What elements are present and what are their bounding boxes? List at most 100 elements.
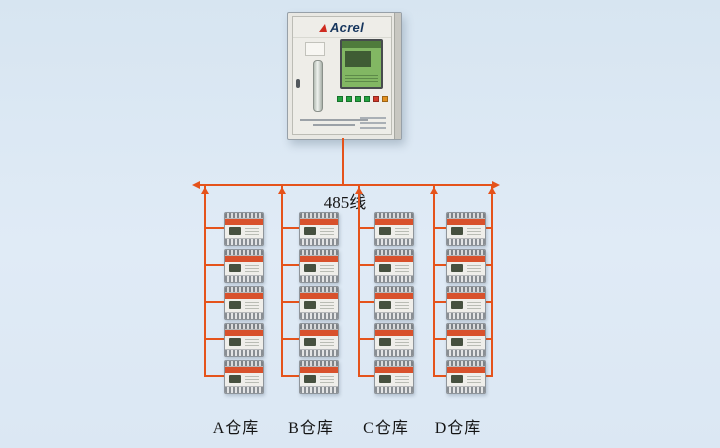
spec-label-card — [305, 42, 325, 56]
device-stub-wire — [435, 301, 446, 303]
device-stub-wire — [283, 264, 299, 266]
device-screen — [304, 301, 316, 309]
device-color-band — [300, 330, 338, 336]
device-color-band — [447, 293, 485, 299]
cabinet-button — [382, 96, 388, 102]
branch-arrow-up-icon — [201, 187, 209, 194]
device-screen — [304, 264, 316, 272]
energy-meter-module — [299, 323, 339, 357]
device-stub-wire — [486, 375, 491, 377]
device-face — [447, 262, 485, 275]
device-text-lines — [245, 339, 259, 347]
warehouse-label-d: D仓库 — [434, 420, 482, 437]
device-terminal-row-bottom — [447, 238, 485, 245]
device-text-lines — [467, 376, 481, 384]
device-stub-wire — [283, 375, 299, 377]
energy-meter-module — [446, 323, 486, 357]
device-terminal-row-bottom — [225, 386, 263, 393]
device-face — [225, 373, 263, 386]
device-color-band — [447, 219, 485, 225]
device-screen — [229, 301, 241, 309]
device-color-band — [300, 256, 338, 262]
energy-meter-module — [224, 323, 264, 357]
device-terminal-row-top — [225, 213, 263, 219]
device-screen — [304, 338, 316, 346]
device-stub-wire — [435, 264, 446, 266]
device-text-lines — [467, 228, 481, 236]
device-text-lines — [245, 265, 259, 273]
cabinet-side-panel — [394, 13, 401, 139]
device-text-lines — [245, 302, 259, 310]
energy-meter-module — [446, 212, 486, 246]
device-stub-wire — [360, 227, 374, 229]
energy-meter-module — [299, 360, 339, 394]
device-screen — [379, 264, 391, 272]
device-stub-wire — [360, 338, 374, 340]
cabinet-button — [373, 96, 379, 102]
device-color-band — [447, 367, 485, 373]
cabinet-button — [346, 96, 352, 102]
device-screen — [451, 227, 463, 235]
device-stub-wire — [206, 264, 224, 266]
device-color-band — [447, 256, 485, 262]
device-terminal-row-bottom — [300, 275, 338, 282]
device-text-lines — [320, 228, 334, 236]
cabinet-door: Acrel — [292, 16, 392, 135]
device-color-band — [447, 330, 485, 336]
device-text-lines — [467, 302, 481, 310]
device-terminal-row-top — [447, 250, 485, 256]
device-screen — [304, 227, 316, 235]
device-terminal-row-top — [300, 287, 338, 293]
device-terminal-row-top — [447, 287, 485, 293]
hmi-screen — [340, 39, 383, 89]
acrel-brand-text: Acrel — [329, 20, 365, 35]
energy-meter-module — [224, 360, 264, 394]
device-terminal-row-bottom — [447, 275, 485, 282]
cabinet-vent-lines — [360, 114, 386, 129]
device-stub-wire — [360, 264, 374, 266]
device-terminal-row-bottom — [225, 275, 263, 282]
branch-arrow-up-icon — [488, 187, 496, 194]
energy-meter-module — [446, 360, 486, 394]
glass-indicator-tube — [313, 60, 323, 112]
device-color-band — [375, 330, 413, 336]
bus-left-arrow-icon — [192, 181, 200, 189]
device-screen — [451, 301, 463, 309]
control-cabinet: Acrel — [287, 12, 402, 140]
device-terminal-row-top — [300, 250, 338, 256]
device-stub-wire — [486, 227, 491, 229]
door-lock — [296, 79, 300, 88]
device-color-band — [225, 256, 263, 262]
branch-wire-vertical — [358, 185, 360, 377]
device-text-lines — [320, 339, 334, 347]
device-face — [375, 225, 413, 238]
device-face — [300, 262, 338, 275]
hmi-screen-chart — [345, 51, 371, 67]
device-terminal-row-bottom — [225, 238, 263, 245]
device-screen — [379, 301, 391, 309]
energy-meter-module — [446, 286, 486, 320]
device-screen — [451, 264, 463, 272]
device-terminal-row-bottom — [300, 386, 338, 393]
device-color-band — [225, 367, 263, 373]
device-terminal-row-bottom — [375, 386, 413, 393]
device-stub-wire — [283, 338, 299, 340]
device-terminal-row-bottom — [225, 349, 263, 356]
bus-label: 485线 — [323, 193, 367, 212]
device-color-band — [225, 219, 263, 225]
device-stub-wire — [435, 227, 446, 229]
cabinet-button-row — [337, 96, 388, 102]
device-screen — [379, 227, 391, 235]
device-face — [447, 373, 485, 386]
device-terminal-row-top — [225, 250, 263, 256]
device-stub-wire — [486, 338, 491, 340]
device-color-band — [375, 293, 413, 299]
device-text-lines — [245, 376, 259, 384]
device-text-lines — [395, 339, 409, 347]
warehouse-label-c: C仓库 — [363, 420, 409, 437]
acrel-logo-mark-icon — [318, 24, 329, 32]
device-terminal-row-top — [225, 287, 263, 293]
device-stub-wire — [206, 227, 224, 229]
device-text-lines — [320, 265, 334, 273]
